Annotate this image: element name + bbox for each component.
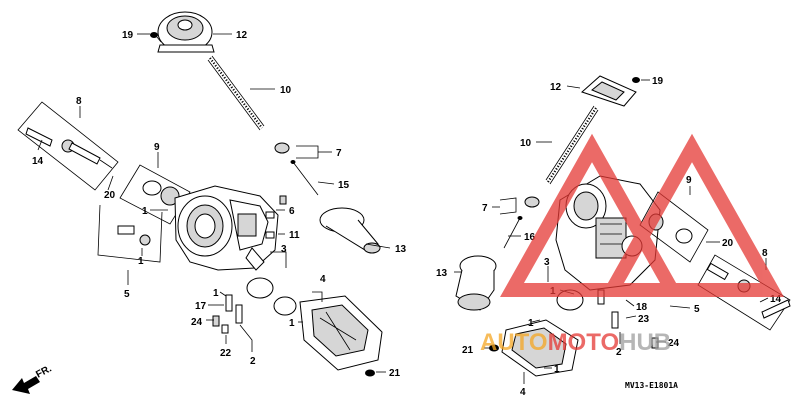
watermark-brand-b: MOTO bbox=[548, 329, 620, 356]
screw-part bbox=[150, 32, 162, 43]
top-cover-part-right bbox=[581, 75, 637, 107]
label-10: 10 bbox=[280, 85, 292, 96]
diaphragm-part bbox=[142, 180, 180, 206]
pilot-jet-part bbox=[117, 225, 151, 246]
label-14-right: 14 bbox=[770, 294, 782, 305]
watermark-triangle-small-icon bbox=[600, 133, 784, 297]
label-24-right: 24 bbox=[668, 338, 680, 349]
label-5: 5 bbox=[124, 289, 130, 300]
watermark-brand-a: AUTO bbox=[480, 329, 548, 356]
float-part bbox=[246, 277, 297, 316]
label-21: 21 bbox=[389, 368, 401, 379]
watermark-brand: AUTOMOTOHUB bbox=[480, 329, 671, 356]
label-2: 2 bbox=[250, 356, 256, 367]
label-15: 15 bbox=[338, 180, 350, 191]
top-cover-part bbox=[157, 11, 215, 53]
label-7: 7 bbox=[336, 148, 342, 159]
label-1a: 1 bbox=[142, 206, 148, 217]
label-4: 4 bbox=[320, 274, 326, 285]
label-3-right: 3 bbox=[544, 257, 550, 268]
label-13-right: 13 bbox=[436, 268, 448, 279]
label-19: 19 bbox=[122, 30, 134, 41]
air-funnel-part bbox=[319, 207, 381, 254]
label-20: 20 bbox=[104, 190, 116, 201]
watermark-triangle-icon bbox=[500, 133, 684, 297]
spring-part bbox=[209, 57, 263, 129]
watermark-logo: AUTOMOTOHUB bbox=[480, 133, 784, 356]
screw-part-right bbox=[632, 77, 640, 83]
screw-part-right-21 bbox=[489, 344, 499, 352]
label-20-right: 20 bbox=[722, 238, 734, 249]
label-1b: 1 bbox=[138, 256, 144, 267]
label-13: 13 bbox=[395, 244, 407, 255]
label-4-right: 4 bbox=[520, 387, 526, 398]
front-direction-arrow-icon: FR. bbox=[12, 363, 54, 394]
label-7-right: 7 bbox=[482, 203, 488, 214]
label-10-right: 10 bbox=[520, 138, 532, 149]
label-16-right: 16 bbox=[524, 232, 536, 243]
label-22: 22 bbox=[220, 348, 232, 359]
watermark-brand-c: HUB bbox=[619, 329, 671, 356]
label-1b-right: 1 bbox=[528, 318, 534, 329]
label-21-right: 21 bbox=[462, 345, 474, 356]
left-assembly: FR. 19 12 10 8 14 9 7 15 bbox=[12, 11, 407, 394]
label-1d: 1 bbox=[289, 318, 295, 329]
jet-needle-part-right bbox=[503, 196, 540, 249]
label-9-right: 9 bbox=[686, 175, 692, 186]
label-18-right: 18 bbox=[636, 302, 648, 313]
carburetor-body-left bbox=[174, 185, 279, 271]
fr-label: FR. bbox=[34, 363, 54, 380]
label-12-right: 12 bbox=[550, 82, 562, 93]
jet-needle-part bbox=[274, 142, 319, 196]
label-23-right: 23 bbox=[638, 314, 650, 325]
label-12: 12 bbox=[236, 30, 248, 41]
label-2-right: 2 bbox=[616, 347, 622, 358]
label-1c-right: 1 bbox=[554, 364, 560, 375]
label-8: 8 bbox=[76, 96, 82, 107]
diagram-code: MV13-E1801A bbox=[625, 381, 678, 390]
label-6: 6 bbox=[289, 206, 295, 217]
label-3: 3 bbox=[281, 244, 287, 255]
label-11: 11 bbox=[289, 230, 300, 241]
float-chamber-left bbox=[299, 295, 383, 371]
label-19-right: 19 bbox=[652, 76, 664, 87]
label-9: 9 bbox=[154, 142, 160, 153]
float-chamber-right bbox=[501, 319, 579, 377]
label-14: 14 bbox=[32, 156, 44, 167]
jet-part bbox=[265, 195, 287, 239]
label-17: 17 bbox=[195, 301, 207, 312]
air-funnel-part-right bbox=[455, 255, 497, 311]
label-24: 24 bbox=[191, 317, 203, 328]
screw-part-21 bbox=[365, 369, 375, 377]
choke-cable-part bbox=[25, 127, 113, 169]
label-1c: 1 bbox=[213, 288, 219, 299]
label-5-right: 5 bbox=[694, 304, 700, 315]
label-8-right: 8 bbox=[762, 248, 768, 259]
pilot-screw-part bbox=[212, 294, 243, 334]
